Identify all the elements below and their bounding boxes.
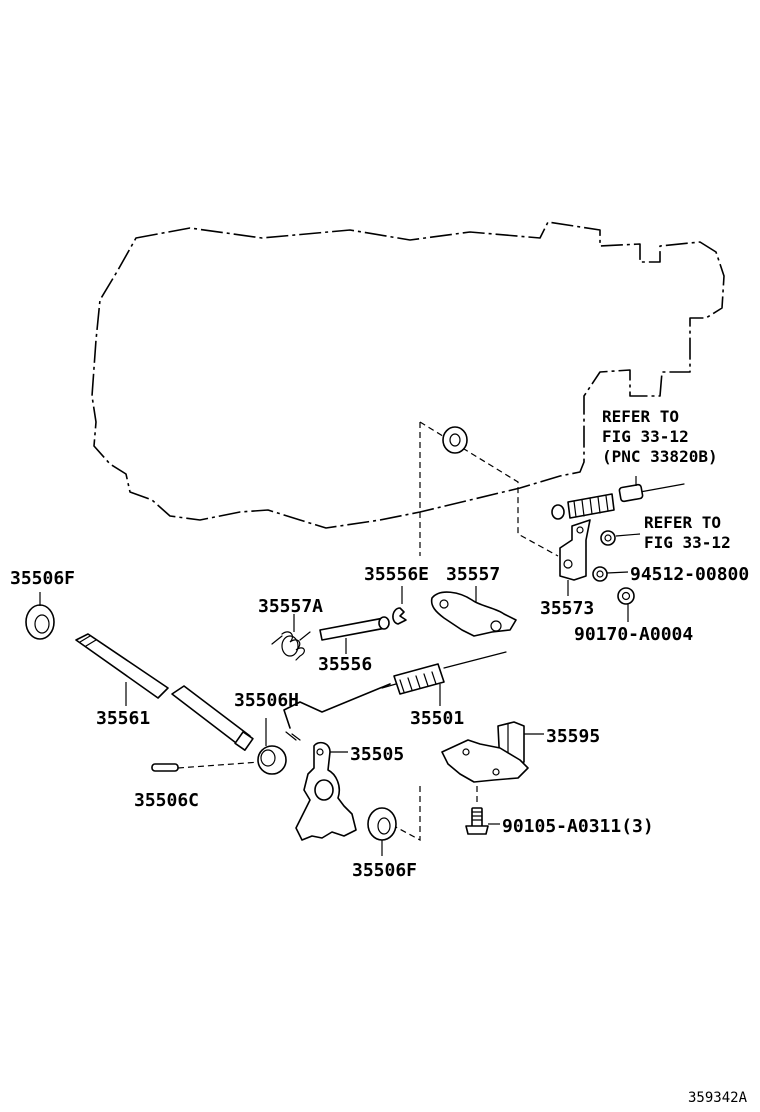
ref2-line2: FIG 33-12: [644, 533, 731, 552]
bolt-90105: [465, 807, 489, 835]
label-35556e: 35556E: [364, 564, 429, 585]
leader-ref2: [615, 533, 641, 537]
label-35506f-left: 35506F: [10, 568, 75, 589]
label-35506c: 35506C: [134, 790, 199, 811]
label-35557a: 35557A: [258, 596, 323, 617]
bracket-35595: [441, 721, 529, 783]
nut-90170: [617, 587, 635, 605]
ref1-line2: FIG 33-12: [602, 427, 689, 446]
label-94512: 94512-00800: [630, 564, 749, 585]
shift-cable-35501: [283, 651, 507, 741]
label-35561: 35561: [96, 708, 150, 729]
spring-pin-35506c: [151, 763, 179, 772]
label-35506f-lower: 35506F: [352, 860, 417, 881]
dash-line-seal-bracket: [419, 421, 559, 557]
oil-seal-35506f-lower: [367, 807, 397, 841]
label-35573: 35573: [540, 598, 594, 619]
label-35556: 35556: [318, 654, 372, 675]
torsion-spring-35557a: [271, 631, 311, 661]
control-lever-35505: [295, 741, 357, 841]
washer-94512: [592, 566, 608, 582]
label-35595: 35595: [546, 726, 600, 747]
transmission-case-outline: [91, 221, 725, 529]
detent-lever-35557: [430, 591, 517, 637]
leader-94512: [606, 571, 629, 574]
label-90105: 90105-A0311(3): [502, 816, 654, 837]
collar-35506h: [257, 745, 287, 775]
case-seal: [442, 426, 468, 454]
dash-line-35506c: [177, 761, 261, 769]
figure-number: 359342A: [688, 1090, 748, 1106]
oil-seal-35506f-left: [25, 604, 55, 640]
e-ring-35556e: [392, 607, 407, 625]
ref2-line1: REFER TO: [644, 513, 721, 532]
label-35506h: 35506H: [234, 690, 299, 711]
pin-35556: [319, 616, 390, 641]
nut-ref2: [600, 530, 616, 546]
transfer-cable-end: [551, 483, 685, 520]
ref1-line1: REFER TO: [602, 407, 679, 426]
bracket-35573: [559, 519, 591, 581]
dash-line-35506f-lower: [393, 786, 421, 842]
manual-valve-shaft-35561: [75, 633, 254, 751]
label-35557: 35557: [446, 564, 500, 585]
label-35501: 35501: [410, 708, 464, 729]
label-35505: 35505: [350, 744, 404, 765]
ref1-line3: (PNC 33820B): [602, 447, 718, 466]
label-90170: 90170-A0004: [574, 624, 693, 645]
